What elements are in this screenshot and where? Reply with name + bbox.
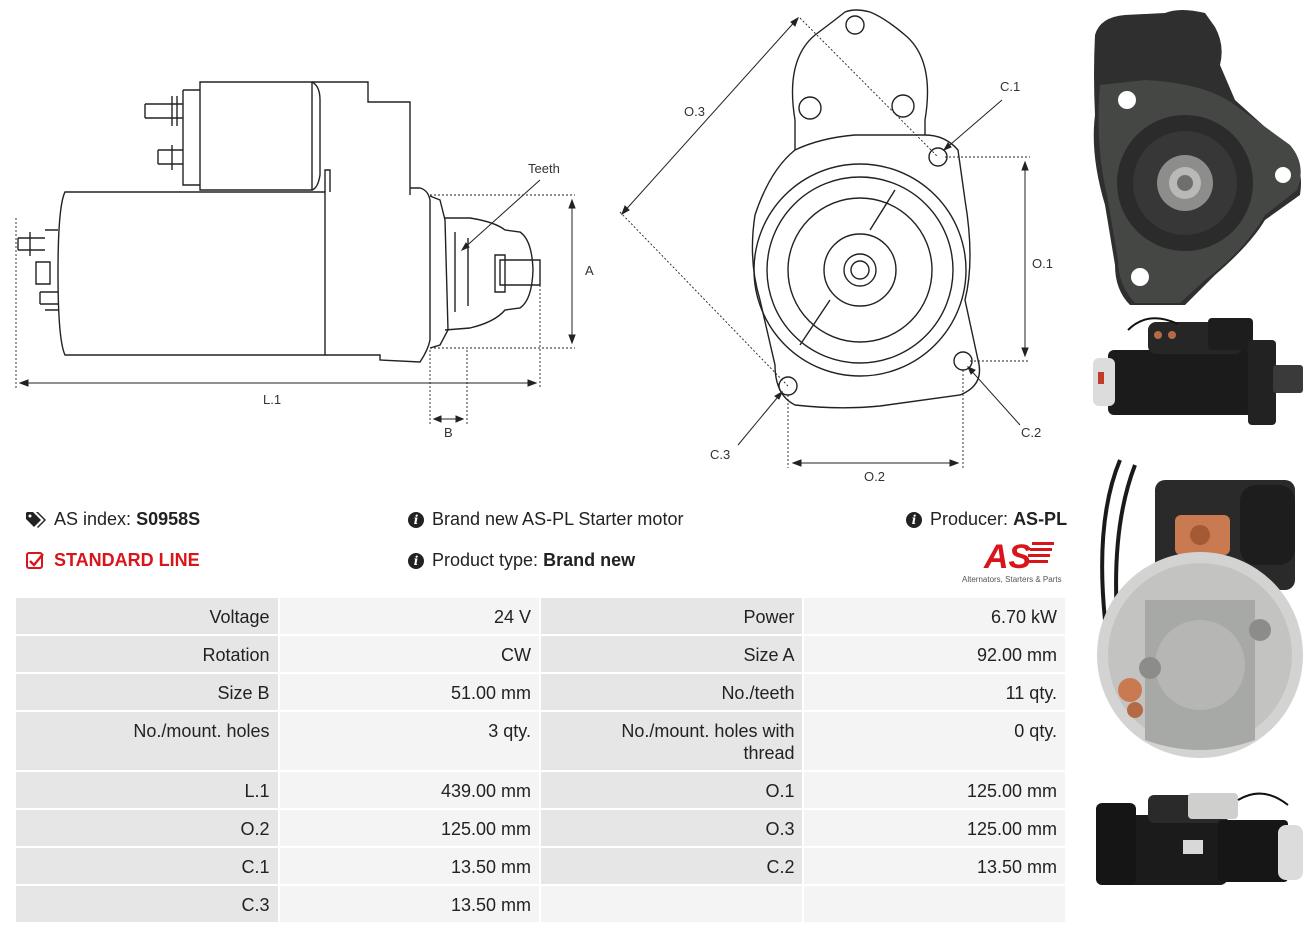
- spec-value: 3 qty.: [279, 712, 539, 770]
- description-text: Brand new AS-PL Starter motor: [432, 509, 684, 529]
- spec-value: 13.50 mm: [279, 848, 539, 884]
- producer: i Producer: AS-PL: [906, 509, 1067, 530]
- dim-o1-label: O.1: [1032, 256, 1053, 271]
- as-index-value: S0958S: [136, 509, 201, 529]
- as-index-label: AS index:: [54, 509, 132, 529]
- side-view-drawing: Teeth A B L.1: [15, 81, 594, 440]
- spec-value: 439.00 mm: [279, 772, 539, 808]
- spec-label: O.3: [540, 810, 803, 846]
- info-icon: i: [408, 511, 424, 528]
- tags-icon: [26, 511, 46, 528]
- info-icon: i: [906, 511, 922, 528]
- standard-line-badge: STANDARD LINE: [26, 550, 200, 571]
- standard-line-text: STANDARD LINE: [54, 550, 200, 570]
- spec-value: 0 qty.: [804, 712, 1065, 770]
- spec-label: O.1: [540, 772, 803, 808]
- brand-logo: AS Alternators, Starters & Parts: [962, 538, 1070, 584]
- spec-label: No./mount. holes with thread: [540, 712, 803, 770]
- spec-label: No./teeth: [540, 674, 803, 710]
- dim-l1-label: L.1: [263, 392, 281, 407]
- spec-value: 125.00 mm: [804, 772, 1065, 808]
- spec-label: [540, 886, 803, 922]
- spec-value: 13.50 mm: [279, 886, 539, 922]
- spec-label: C.3: [16, 886, 278, 922]
- dim-c3-label: C.3: [710, 447, 730, 462]
- dim-c1-label: C.1: [1000, 79, 1020, 94]
- spec-value: 24 V: [279, 598, 539, 634]
- spec-label: Voltage: [16, 598, 278, 634]
- dim-b-label: B: [444, 425, 453, 440]
- spec-value: [804, 886, 1065, 922]
- product-photo-side-2: [1096, 792, 1303, 885]
- spec-label: No./mount. holes: [16, 712, 278, 770]
- logo-tagline: Alternators, Starters & Parts: [962, 575, 1062, 584]
- dim-o3-label: O.3: [684, 104, 705, 119]
- product-photo-rear: [1097, 459, 1303, 758]
- spec-label: O.2: [16, 810, 278, 846]
- front-view-drawing: O.3 C.1 O.1 C.2 C.3 O.2: [619, 9, 1053, 484]
- logo-mark-text: AS: [983, 538, 1032, 572]
- spec-label: Power: [540, 598, 803, 634]
- spec-label: Size A: [540, 636, 803, 672]
- dim-c2-label: C.2: [1021, 425, 1041, 440]
- spec-value: 125.00 mm: [279, 810, 539, 846]
- product-type-value: Brand new: [543, 550, 636, 570]
- dim-o2-label: O.2: [864, 469, 885, 484]
- spec-value: 13.50 mm: [804, 848, 1065, 884]
- spec-value: 125.00 mm: [804, 810, 1065, 846]
- dim-a-label: A: [585, 263, 594, 278]
- spec-label: C.2: [540, 848, 803, 884]
- spec-label: Size B: [16, 674, 278, 710]
- product-photo-side-1: [1093, 317, 1303, 425]
- spec-value: 92.00 mm: [804, 636, 1065, 672]
- spec-value: CW: [279, 636, 539, 672]
- teeth-label: Teeth: [528, 161, 560, 176]
- product-type: i Product type: Brand new: [408, 550, 635, 571]
- spec-label: C.1: [16, 848, 278, 884]
- spec-value: 11 qty.: [804, 674, 1065, 710]
- product-type-label: Product type:: [432, 550, 539, 570]
- spec-value: 51.00 mm: [279, 674, 539, 710]
- info-icon: i: [408, 552, 424, 569]
- product-description: i Brand new AS-PL Starter motor: [408, 509, 683, 530]
- check-square-icon: [26, 551, 44, 569]
- as-index: AS index: S0958S: [26, 509, 200, 530]
- producer-value: AS-PL: [1013, 509, 1068, 529]
- spec-label: L.1: [16, 772, 278, 808]
- spec-label: Rotation: [16, 636, 278, 672]
- producer-label: Producer:: [930, 509, 1009, 529]
- spec-value: 6.70 kW: [804, 598, 1065, 634]
- brand-logo-mark: AS: [983, 538, 1054, 576]
- product-photo-front: [1093, 10, 1301, 305]
